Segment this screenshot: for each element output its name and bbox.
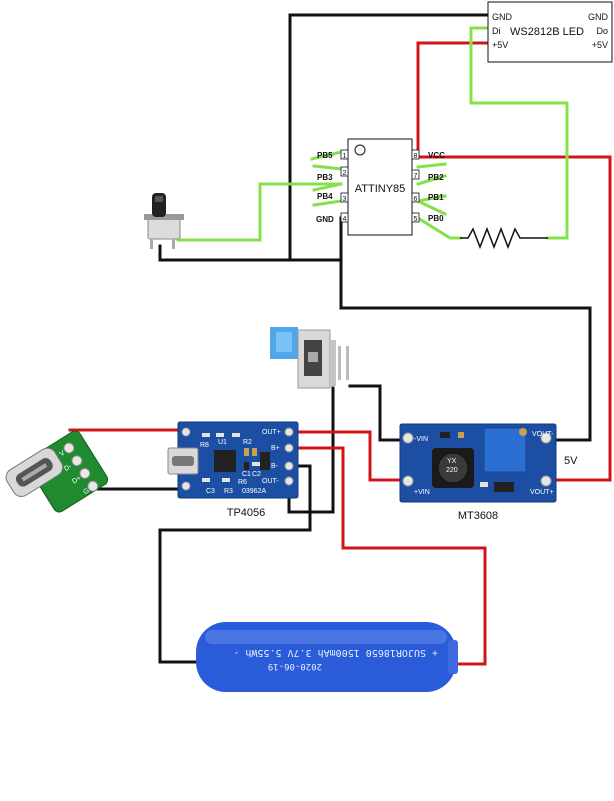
vout-label: 5V: [564, 455, 578, 467]
battery-date: 2020-06-19: [268, 661, 322, 671]
pin1-marker-icon: [354, 144, 366, 156]
tp4056-label: TP4056: [227, 507, 266, 519]
pin-num: 5: [414, 216, 418, 223]
wire-gnd-rail: [158, 216, 343, 262]
pin-num: 8: [414, 153, 418, 160]
pin-num: 7: [414, 173, 418, 180]
pin-lead: [416, 174, 447, 186]
wires: [68, 13, 612, 666]
tp4056-r2: R2: [243, 439, 252, 446]
wire-button-pb3: [176, 182, 343, 242]
tp4056-out-minus: OUT-: [262, 478, 279, 485]
led-do: Do: [596, 26, 608, 36]
mt3608-vout-plus: VOUT+: [530, 489, 554, 496]
mt3608-vin-minus: -VIN: [414, 436, 428, 443]
usb-dm-label: D-: [63, 463, 74, 473]
pin-num: 6: [414, 196, 418, 203]
wire-bplus-battery: [287, 446, 487, 666]
led-gnd-right: GND: [588, 12, 609, 22]
tp4056-ic: [214, 450, 236, 472]
mt3608-module: 220 YX -VIN +VIN VOUT- VOUT+: [399, 423, 557, 503]
battery-18650: 2020-06-19 + SUJOR18650 1500mAh 3.7V 5.5…: [196, 622, 458, 692]
wire-attiny-gnd-mt3608: [339, 258, 592, 442]
tp4056-b-minus: B-: [271, 463, 279, 470]
led-di: Di: [492, 26, 501, 36]
wire-outplus-vin: [287, 430, 410, 482]
led-5v-right: +5V: [592, 40, 608, 50]
wire-data-in: [469, 26, 569, 240]
wire-led-5v: [416, 41, 493, 157]
pin-label-pb3: PB3: [317, 173, 333, 182]
pin-label-vcc: VCC: [428, 151, 445, 160]
pin-num: 3: [343, 196, 347, 203]
push-button-icon: [144, 193, 184, 249]
usb-g-label: G: [82, 487, 90, 496]
potentiometer-icon: [483, 427, 527, 473]
wire-pb0-resistor: [415, 215, 462, 240]
inductor-value: 220: [446, 467, 458, 474]
attiny85-chip: ATTINY85 1 2 3 4 PB5 PB3 PB4 GND 8 7 6 5: [316, 138, 445, 236]
pin-label-pb1: PB1: [428, 193, 444, 202]
usb-v-label: V: [59, 449, 67, 458]
attiny-right-pins: 8 7 6 5 VCC PB2 PB1 PB0: [411, 149, 445, 223]
tp4056-out-plus: OUT+: [262, 429, 281, 436]
tp4056-c3: C3: [206, 488, 215, 495]
attiny-left-pins: 1 2 3 4 PB5 PB3 PB4 GND: [316, 149, 349, 224]
pin-label-gnd: GND: [316, 215, 334, 224]
wire-vcc-vout: [416, 155, 612, 482]
wire-bminus: [158, 464, 312, 664]
tp4056-c2: C2: [252, 471, 261, 478]
pin-label-pb5: PB5: [317, 151, 333, 160]
mt3608-vin-plus: +VIN: [414, 489, 430, 496]
tp4056-ic-label: U1: [218, 439, 227, 446]
mt3608-vout-minus: VOUT-: [532, 431, 554, 438]
ws2812b-led: GND GND Di WS2812B LED Do +5V +5V: [487, 1, 613, 63]
pin-lead: [416, 194, 447, 203]
inductor-icon: [437, 452, 469, 484]
tp4056-module: OUT+ B+ B- OUT- R2 R8 C1 C2 R6 03962A C3…: [167, 421, 299, 499]
inductor-mark: YX: [447, 458, 457, 465]
pin-label-pb0: PB0: [428, 214, 444, 223]
usb-c-module: V D- D+ G: [5, 430, 109, 513]
wire-led-gnd: [288, 13, 493, 262]
pin-label-pb2: PB2: [428, 173, 444, 182]
tp4056-b-plus: B+: [271, 445, 280, 452]
pin-lead: [416, 162, 447, 169]
tp4056-r3: R3: [224, 488, 233, 495]
pin-num: 4: [343, 216, 347, 223]
pin-lead: [415, 198, 448, 217]
attiny-name: ATTINY85: [355, 183, 406, 195]
led-gnd-left: GND: [492, 12, 513, 22]
usb-dp-label: D+: [71, 475, 82, 486]
pin-num: 1: [343, 153, 347, 160]
tp4056-chip-code: 03962A: [242, 488, 266, 495]
pin-lead: [310, 150, 343, 161]
mt3608-label: MT3608: [458, 510, 498, 522]
pin-lead: [312, 199, 343, 207]
wire-switch-mt3608: [348, 384, 410, 442]
tp4056-r6: R6: [238, 479, 247, 486]
pin-label-pb4: PB4: [317, 192, 333, 201]
resistor: [460, 226, 548, 250]
led-title: WS2812B LED: [510, 26, 584, 38]
pin-num: 2: [343, 170, 347, 177]
tp4056-r8: R8: [200, 442, 209, 449]
led-5v-left: +5V: [492, 40, 508, 50]
battery-spec: + SUJOR18650 1500mAh 3.7V 5.55Wh -: [233, 647, 438, 658]
latching-switch-icon: [270, 327, 349, 389]
pin-lead: [312, 164, 343, 171]
tp4056-c1: C1: [242, 471, 251, 478]
pin-lead: [312, 182, 343, 192]
